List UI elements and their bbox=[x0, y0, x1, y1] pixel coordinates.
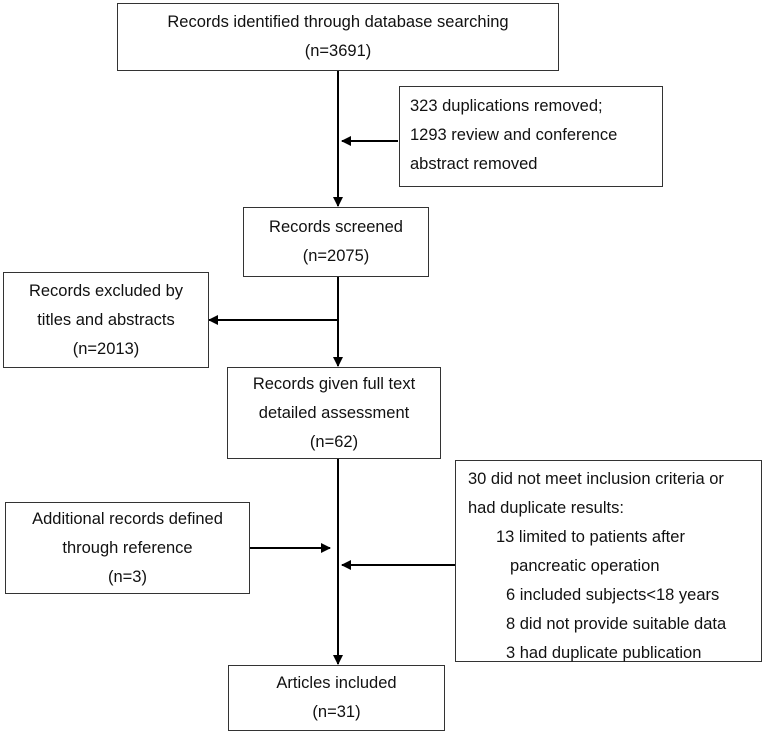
box-articles-included: Articles included (n=31) bbox=[228, 665, 445, 731]
screened-line1: Records screened bbox=[269, 218, 403, 236]
box-additional-records: Additional records defined through refer… bbox=[5, 502, 250, 594]
removed-line1: 323 duplications removed; bbox=[410, 97, 603, 115]
screened-count: (n=2075) bbox=[302, 247, 370, 265]
criteria-line1: 30 did not meet inclusion criteria or bbox=[468, 470, 724, 488]
identified-count: (n=3691) bbox=[304, 42, 372, 60]
included-line1: Articles included bbox=[276, 674, 397, 692]
removed-line2: 1293 review and conference bbox=[410, 126, 618, 144]
additional-count: (n=3) bbox=[108, 567, 147, 586]
box-records-excluded: Records excluded by titles and abstracts… bbox=[3, 272, 209, 368]
box-full-text-assessment: Records given full text detailed assessm… bbox=[227, 367, 441, 459]
box-records-screened: Records screened (n=2075) bbox=[243, 207, 429, 277]
excluded-line2: titles and abstracts bbox=[37, 310, 175, 329]
fulltext-line2: detailed assessment bbox=[258, 403, 410, 422]
identified-line1: Records identified through database sear… bbox=[167, 13, 509, 31]
criteria-item-2: 6 included subjects<18 years bbox=[506, 586, 720, 604]
removed-line3: abstract removed bbox=[410, 155, 538, 173]
fulltext-line1: Records given full text bbox=[252, 374, 416, 393]
additional-line1: Additional records defined bbox=[32, 509, 223, 528]
additional-line2: through reference bbox=[62, 538, 193, 557]
excluded-count: (n=2013) bbox=[72, 339, 140, 358]
criteria-item-4: 3 had duplicate publication bbox=[506, 644, 702, 662]
criteria-item-3: 8 did not provide suitable data bbox=[506, 615, 727, 633]
criteria-item-1a: 13 limited to patients after bbox=[496, 528, 685, 546]
excluded-line1: Records excluded by bbox=[28, 281, 184, 300]
box-exclusion-criteria: 30 did not meet inclusion criteria or ha… bbox=[455, 460, 762, 662]
box-records-identified: Records identified through database sear… bbox=[117, 3, 559, 71]
criteria-item-1b: pancreatic operation bbox=[510, 557, 660, 575]
box-duplications-removed: 323 duplications removed; 1293 review an… bbox=[399, 86, 663, 187]
included-count: (n=31) bbox=[312, 703, 361, 721]
fulltext-count: (n=62) bbox=[309, 432, 359, 451]
criteria-line2: had duplicate results: bbox=[468, 499, 624, 517]
